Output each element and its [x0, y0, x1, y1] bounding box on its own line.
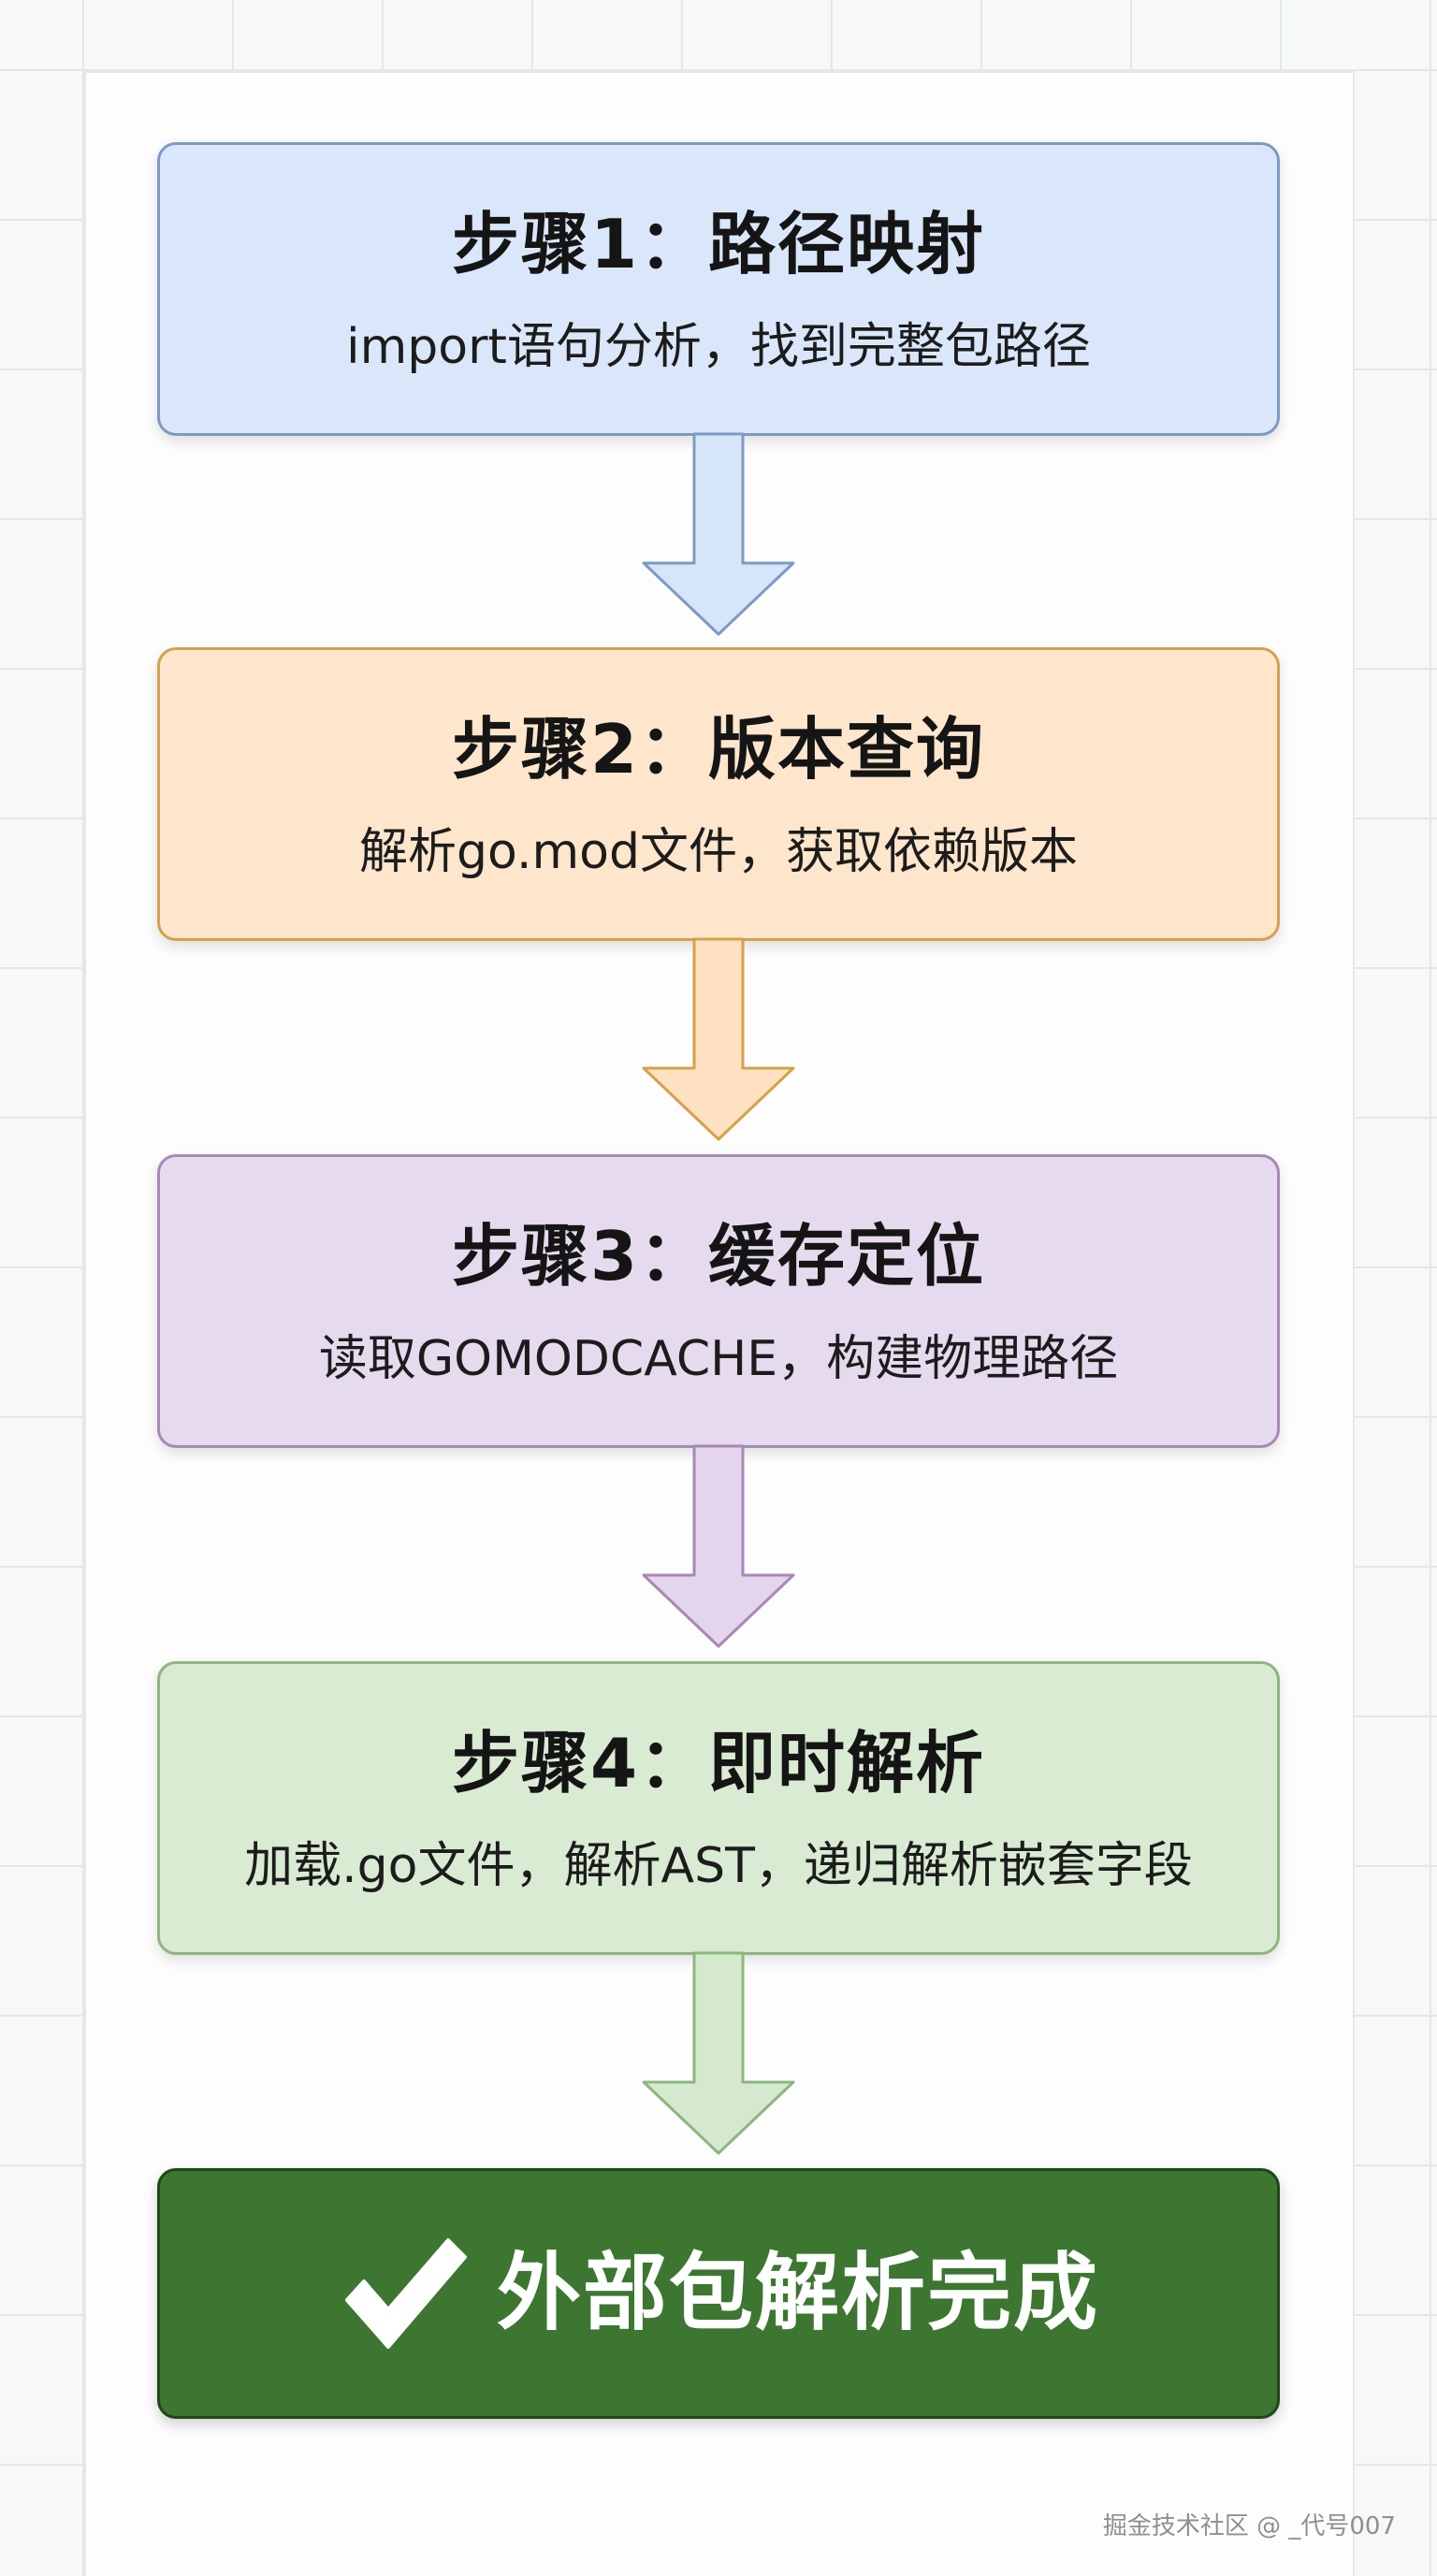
result-label: 外部包解析完成 — [497, 2244, 1099, 2342]
step-3-title: 步骤3：缓存定位 — [451, 1217, 986, 1295]
watermark: 掘金技术社区 @ _代号007 — [1102, 2512, 1396, 2540]
flow-arrow-3 — [642, 1444, 795, 1648]
step-4-title: 步骤4：即时解析 — [451, 1724, 986, 1802]
flow-arrow-1 — [642, 432, 795, 636]
step-2-title: 步骤2：版本查询 — [451, 710, 986, 789]
flow-arrow-4 — [642, 1951, 795, 2155]
flow-arrow-2 — [642, 937, 795, 1141]
step-1-description: import语句分析，找到完整包路径 — [346, 319, 1091, 375]
step-4-description: 加载.go文件，解析AST，递归解析嵌套字段 — [244, 1838, 1193, 1894]
checkmark-icon — [345, 2238, 467, 2349]
step-4-box: 步骤4：即时解析 加载.go文件，解析AST，递归解析嵌套字段 — [157, 1661, 1280, 1955]
step-1-box: 步骤1：路径映射 import语句分析，找到完整包路径 — [157, 142, 1280, 436]
result-box: 外部包解析完成 — [157, 2168, 1280, 2419]
step-3-description: 读取GOMODCACHE，构建物理路径 — [318, 1331, 1119, 1387]
step-1-title: 步骤1：路径映射 — [451, 205, 986, 283]
step-3-box: 步骤3：缓存定位 读取GOMODCACHE，构建物理路径 — [157, 1154, 1280, 1448]
step-2-box: 步骤2：版本查询 解析go.mod文件，获取依赖版本 — [157, 647, 1280, 941]
step-2-description: 解析go.mod文件，获取依赖版本 — [359, 824, 1078, 880]
